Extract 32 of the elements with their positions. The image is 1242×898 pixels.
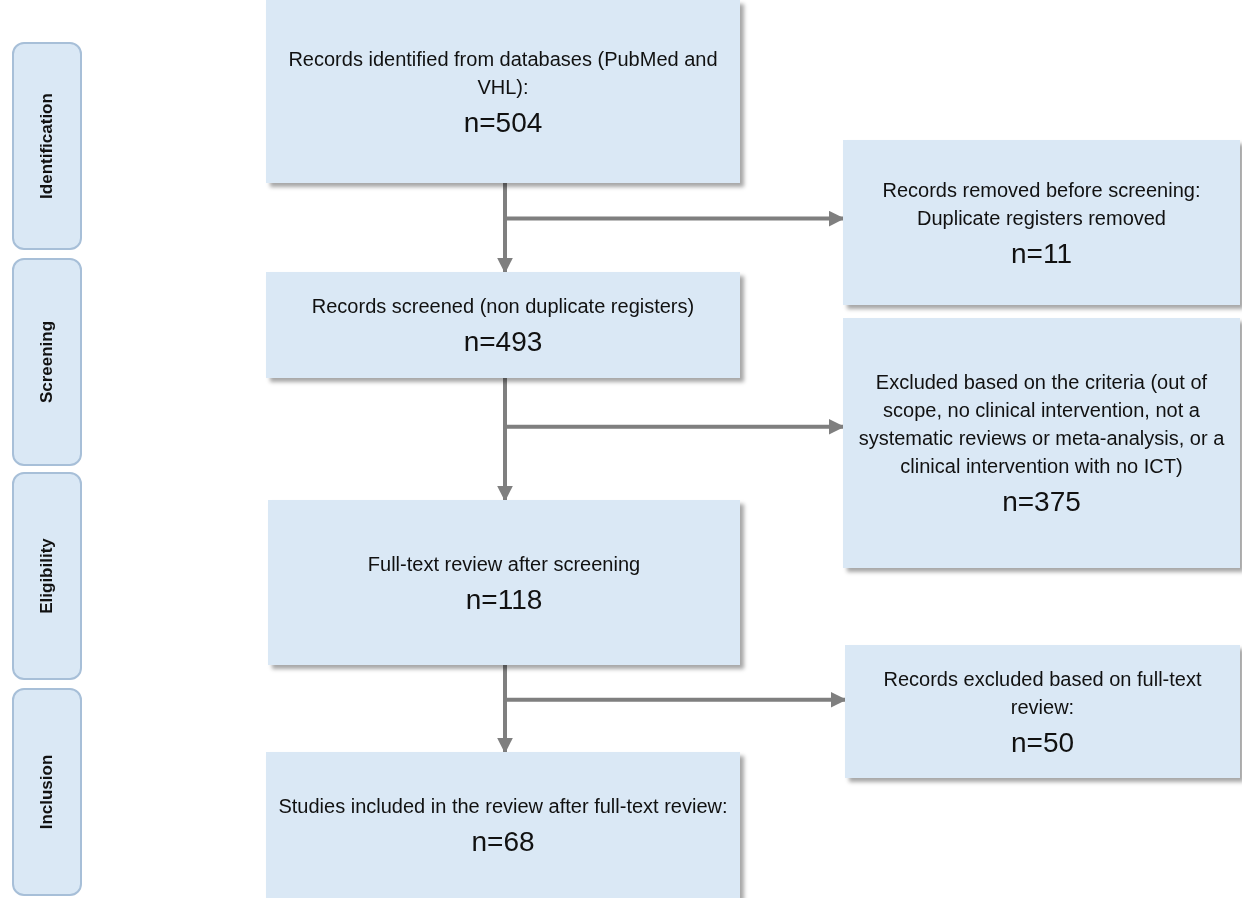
count-label: n=504 [463, 106, 543, 139]
phase-label: Inclusion [37, 754, 57, 830]
count-label: n=493 [463, 326, 543, 358]
arrow [503, 665, 847, 708]
phase-band [12, 258, 82, 466]
process-box [843, 318, 1240, 568]
phase-band [12, 472, 82, 680]
process-box [845, 645, 1240, 778]
box-text: Records removed before screening: Duplicate registers removed [881, 177, 1202, 231]
process-box [266, 272, 740, 378]
count-label: n=68 [471, 826, 535, 858]
phase-label: Screening [37, 320, 57, 404]
arrow [503, 378, 845, 435]
process-box [266, 752, 740, 898]
process-box [843, 140, 1240, 305]
box-text: Records excluded based on full-text review: [882, 666, 1203, 720]
box-text: Studies included in the review after full-text review: [278, 794, 728, 819]
box-text: Full-text review after screening [367, 551, 641, 577]
phase-label: Eligibility [37, 538, 57, 614]
phase-band [12, 42, 82, 250]
count-label: n=375 [1002, 486, 1081, 518]
phase-label: Identification [37, 93, 57, 199]
box-text: Records identified from databases (PubMed and VHL): [287, 46, 719, 100]
process-box [266, 0, 740, 183]
box-text: Excluded based on the criteria (out of scope, no clinical intervention, not a systematic reviews or meta-analysis, or a clinical intervention with no ICT) [857, 370, 1226, 479]
arrow [503, 183, 845, 227]
count-label: n=11 [1011, 237, 1072, 270]
phase-band [12, 688, 82, 896]
count-label: n=50 [1010, 726, 1075, 759]
count-label: n=118 [465, 583, 543, 616]
box-text: Records screened (non duplicate registers) [311, 294, 695, 319]
process-box [268, 500, 740, 665]
